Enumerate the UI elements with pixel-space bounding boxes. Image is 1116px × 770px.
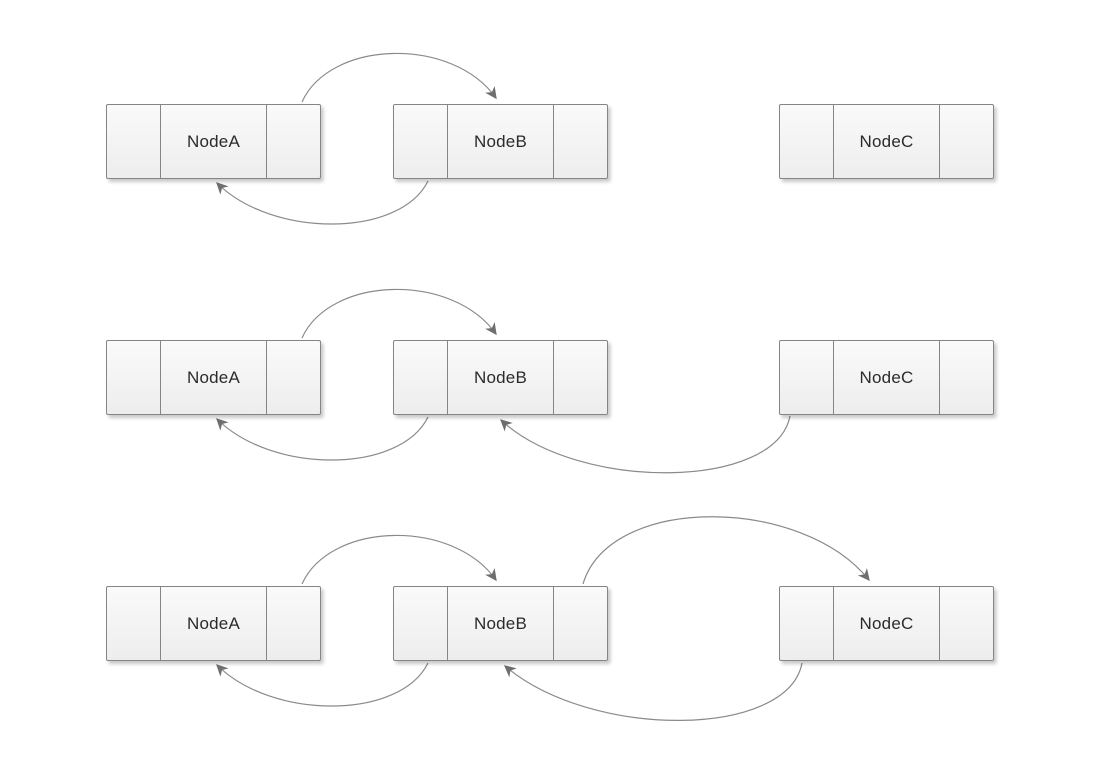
node-label: NodeC [833,587,940,660]
arrow-nodec-prev-nodeb-step3 [503,662,803,721]
next-pointer-cell [940,105,993,178]
node-label: NodeA [160,105,267,178]
prev-pointer-cell [394,587,447,660]
arrow-nodeb-next-nodec-step3 [582,516,870,585]
next-pointer-cell [267,341,320,414]
prev-pointer-cell [107,587,160,660]
node-b-step1: NodeB [393,104,608,179]
prev-pointer-cell [780,341,833,414]
prev-pointer-cell [107,341,160,414]
node-label: NodeC [833,341,940,414]
arrow-nodeb-prev-nodea-step3 [216,662,429,707]
next-pointer-cell [940,341,993,414]
prev-pointer-cell [394,341,447,414]
node-label: NodeA [160,587,267,660]
next-pointer-cell [940,587,993,660]
next-pointer-cell [554,587,607,660]
arrow-nodeb-prev-nodea-step2 [216,416,429,461]
prev-pointer-cell [780,105,833,178]
node-a-step2: NodeA [106,340,321,415]
prev-pointer-cell [394,105,447,178]
next-pointer-cell [267,587,320,660]
node-c-step2: NodeC [779,340,994,415]
arrow-nodec-prev-nodeb-step2 [500,415,791,474]
node-label: NodeB [447,587,554,660]
prev-pointer-cell [780,587,833,660]
arrow-nodea-next-nodeb-step1 [301,52,497,103]
arrow-nodeb-prev-nodea-step1 [216,180,429,225]
node-label: NodeC [833,105,940,178]
node-label: NodeB [447,341,554,414]
node-label: NodeA [160,341,267,414]
arrow-nodea-next-nodeb-step3 [301,534,497,585]
next-pointer-cell [267,105,320,178]
node-b-step2: NodeB [393,340,608,415]
next-pointer-cell [554,105,607,178]
next-pointer-cell [554,341,607,414]
node-c-step1: NodeC [779,104,994,179]
node-b-step3: NodeB [393,586,608,661]
prev-pointer-cell [107,105,160,178]
node-label: NodeB [447,105,554,178]
node-c-step3: NodeC [779,586,994,661]
arrow-nodea-next-nodeb-step2 [301,288,497,339]
node-a-step3: NodeA [106,586,321,661]
node-a-step1: NodeA [106,104,321,179]
